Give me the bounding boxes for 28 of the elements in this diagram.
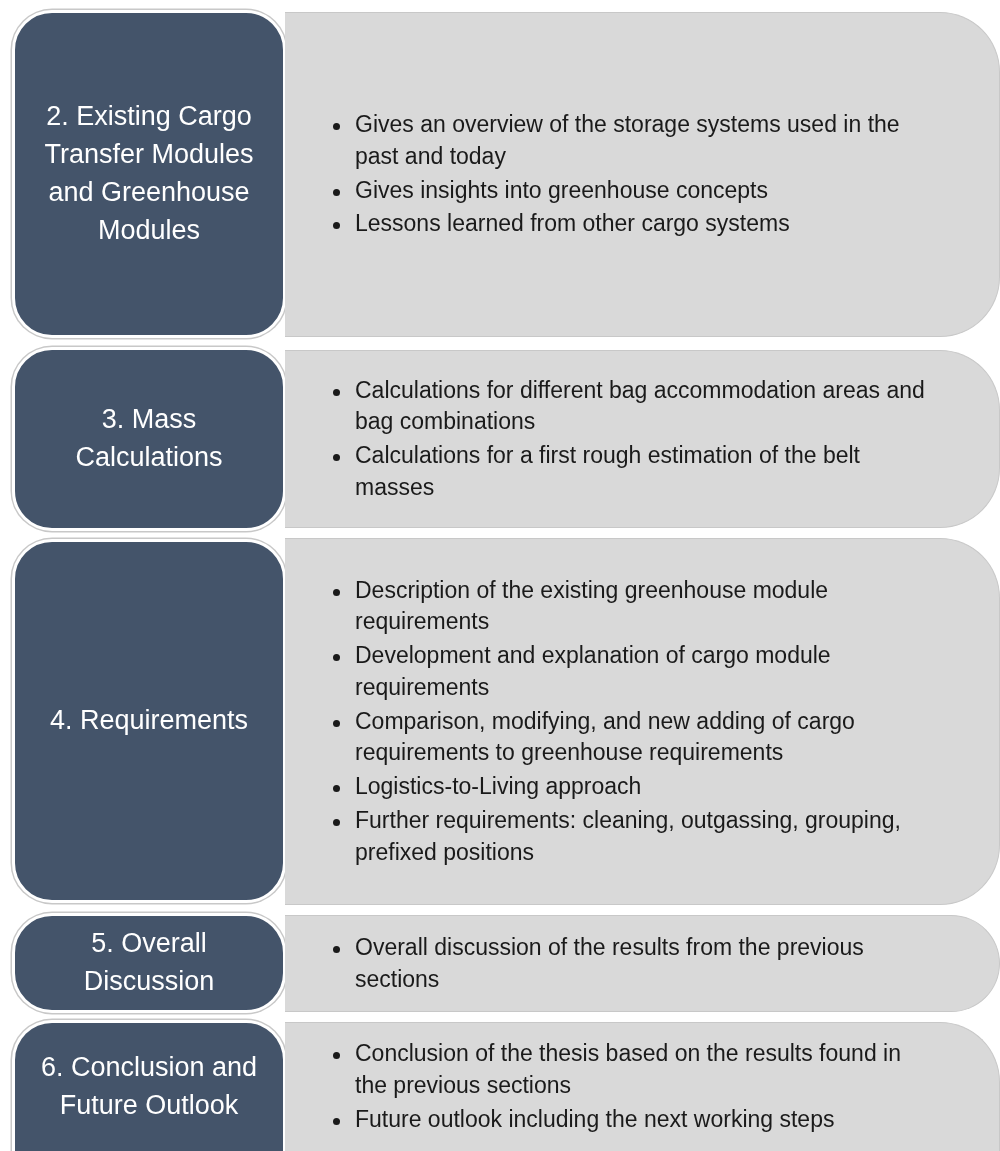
section-title: 6. Conclusion and Future Outlook — [39, 1051, 259, 1122]
description-panel — [285, 350, 1000, 528]
section-title-box — [12, 913, 286, 1013]
bullet-text: Description of the existing greenhouse module requirements — [355, 576, 829, 635]
bullet-text: Future outlook including the next working steps — [355, 1105, 835, 1132]
bullet-text: Comparison, modifying, and new adding of cargo requirements to greenhouse requirements — [355, 707, 855, 766]
description-panel — [285, 538, 1000, 905]
bullet-text: Overall discussion of the results from the previous sections — [355, 933, 864, 992]
description-panel — [285, 12, 1000, 337]
section-title: 5. Overall Discussion — [82, 927, 216, 998]
bullet-text: Conclusion of the thesis based on the results found in the previous sections — [355, 1040, 901, 1099]
section-title-box — [12, 1020, 286, 1151]
bullet-text: Development and explanation of cargo module requirements — [355, 642, 831, 700]
section-title-box — [12, 347, 286, 531]
bullet-text: Gives an overview of the storage systems used in the past and today — [355, 111, 900, 169]
section-title-box — [12, 539, 286, 903]
bullet-text: Lessons learned from other cargo systems — [355, 210, 790, 237]
bullet-text: Logistics-to-Living approach — [355, 773, 642, 800]
bullet-text: Calculations for a first rough estimation of the belt masses — [355, 442, 860, 500]
section-title: 2. Existing Cargo Transfer Modules and Greenhouse Modules — [43, 100, 255, 247]
description-panel — [285, 915, 1000, 1012]
section-title: 3. Mass Calculations — [74, 403, 224, 474]
section-title-box — [12, 10, 286, 338]
description-panel — [285, 1022, 1000, 1151]
bullet-text: Gives insights into greenhouse concepts — [355, 176, 768, 203]
section-title: 4. Requirements — [49, 704, 249, 738]
bullet-text: Further requirements: cleaning, outgassing, grouping, prefixed positions — [355, 806, 901, 865]
bullet-text: Calculations for different bag accommodation areas and bag combinations — [355, 376, 925, 435]
